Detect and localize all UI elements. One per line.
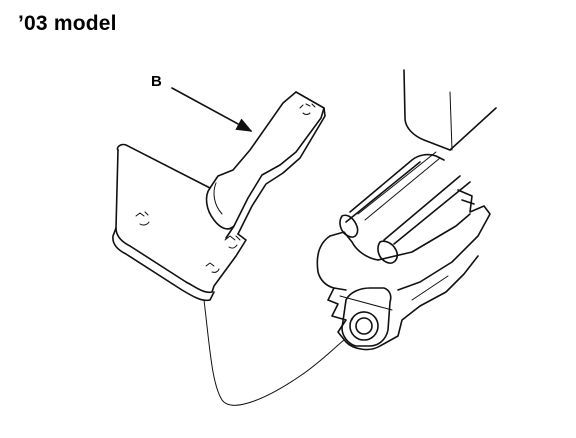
bracket-b bbox=[112, 91, 345, 406]
figure-title: ’03 model bbox=[18, 12, 117, 35]
callout-label-b: B bbox=[151, 73, 162, 90]
seat-frame bbox=[316, 69, 497, 351]
bolt bbox=[349, 311, 379, 341]
callout-arrow-b bbox=[171, 87, 253, 132]
